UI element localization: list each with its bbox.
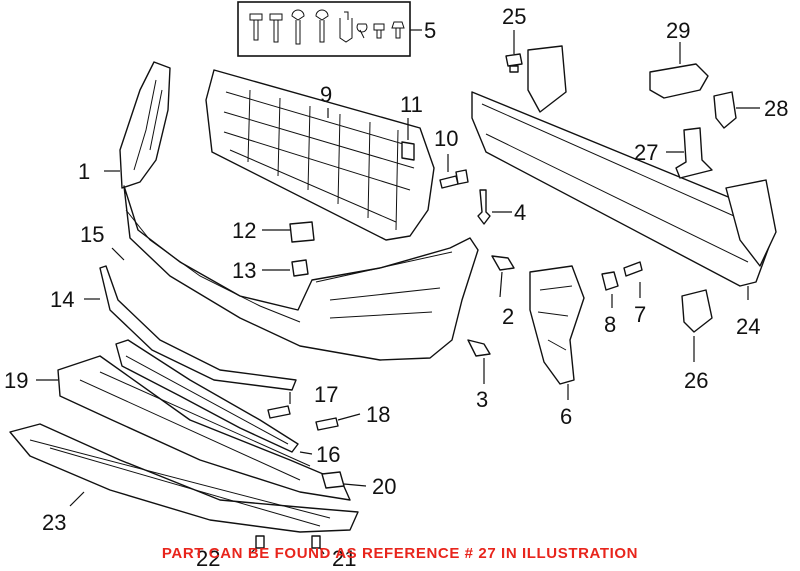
callout-9: 9: [320, 82, 332, 107]
callout-2: 2: [502, 304, 514, 329]
callout-23: 23: [42, 510, 66, 535]
callout-7: 7: [634, 302, 646, 327]
callout-29: 29: [666, 18, 690, 43]
callout-16: 16: [316, 442, 340, 467]
mount-27: [675, 127, 713, 179]
grille-carrier-9: [205, 69, 435, 241]
callout-19: 19: [4, 368, 28, 393]
clip-20: [321, 471, 345, 489]
push-pin-4: [477, 189, 491, 225]
bumper-cover: [123, 185, 479, 361]
callout-27: 27: [634, 140, 658, 165]
callout-22: 22: [196, 546, 220, 571]
callout-12: 12: [232, 218, 256, 243]
bolt-7: [623, 261, 643, 277]
bolt-25: [505, 53, 523, 73]
callout-14: 14: [50, 287, 74, 312]
leader-lines: [36, 29, 760, 555]
bolt-2: [491, 255, 515, 271]
skid-plate-23: [9, 423, 359, 533]
bolt-10: [439, 169, 469, 189]
clip-8: [601, 271, 619, 291]
callout-10: 10: [434, 126, 458, 151]
bolt-17: [267, 405, 291, 419]
callout-8: 8: [604, 312, 616, 337]
hardware-kit-5: [237, 1, 411, 57]
bolt-18: [315, 417, 339, 431]
callout-1: 1: [78, 159, 90, 184]
cover-13: [291, 259, 309, 277]
callout-25: 25: [502, 4, 526, 29]
callout-5: 5: [424, 18, 436, 43]
screw-22: [255, 535, 265, 549]
callout-6: 6: [560, 404, 572, 429]
callout-4: 4: [514, 200, 526, 225]
impact-bar-24: [471, 45, 777, 287]
lower-grille-16: [115, 339, 299, 453]
bracket-29: [649, 63, 709, 99]
molding-strip-14: [99, 265, 297, 391]
callout-28: 28: [764, 96, 788, 121]
reference-notice: PART CAN BE FOUND AS REFERENCE # 27 IN I…: [161, 545, 639, 562]
callout-21: 21: [332, 546, 356, 571]
cover-12: [289, 221, 315, 243]
air-guide-19: [57, 355, 351, 501]
bolt-3: [467, 339, 491, 357]
bracket-26: [681, 289, 713, 333]
callout-13: 13: [232, 258, 256, 283]
callout-18: 18: [366, 402, 390, 427]
callout-15: 15: [80, 222, 104, 247]
callout-24: 24: [736, 314, 760, 339]
callout-labels: 1 2 3 4 5 6 7 8 9 10 11 12 13 14 15 16 1…: [4, 4, 788, 571]
clip-11: [401, 141, 415, 161]
callout-11: 11: [400, 92, 423, 117]
bracket-28: [713, 91, 737, 129]
callout-3: 3: [476, 387, 488, 412]
side-bracket-1: [119, 61, 171, 189]
callout-20: 20: [372, 474, 396, 499]
callout-26: 26: [684, 368, 708, 393]
callout-17: 17: [314, 382, 338, 407]
side-bracket-6: [529, 265, 585, 385]
